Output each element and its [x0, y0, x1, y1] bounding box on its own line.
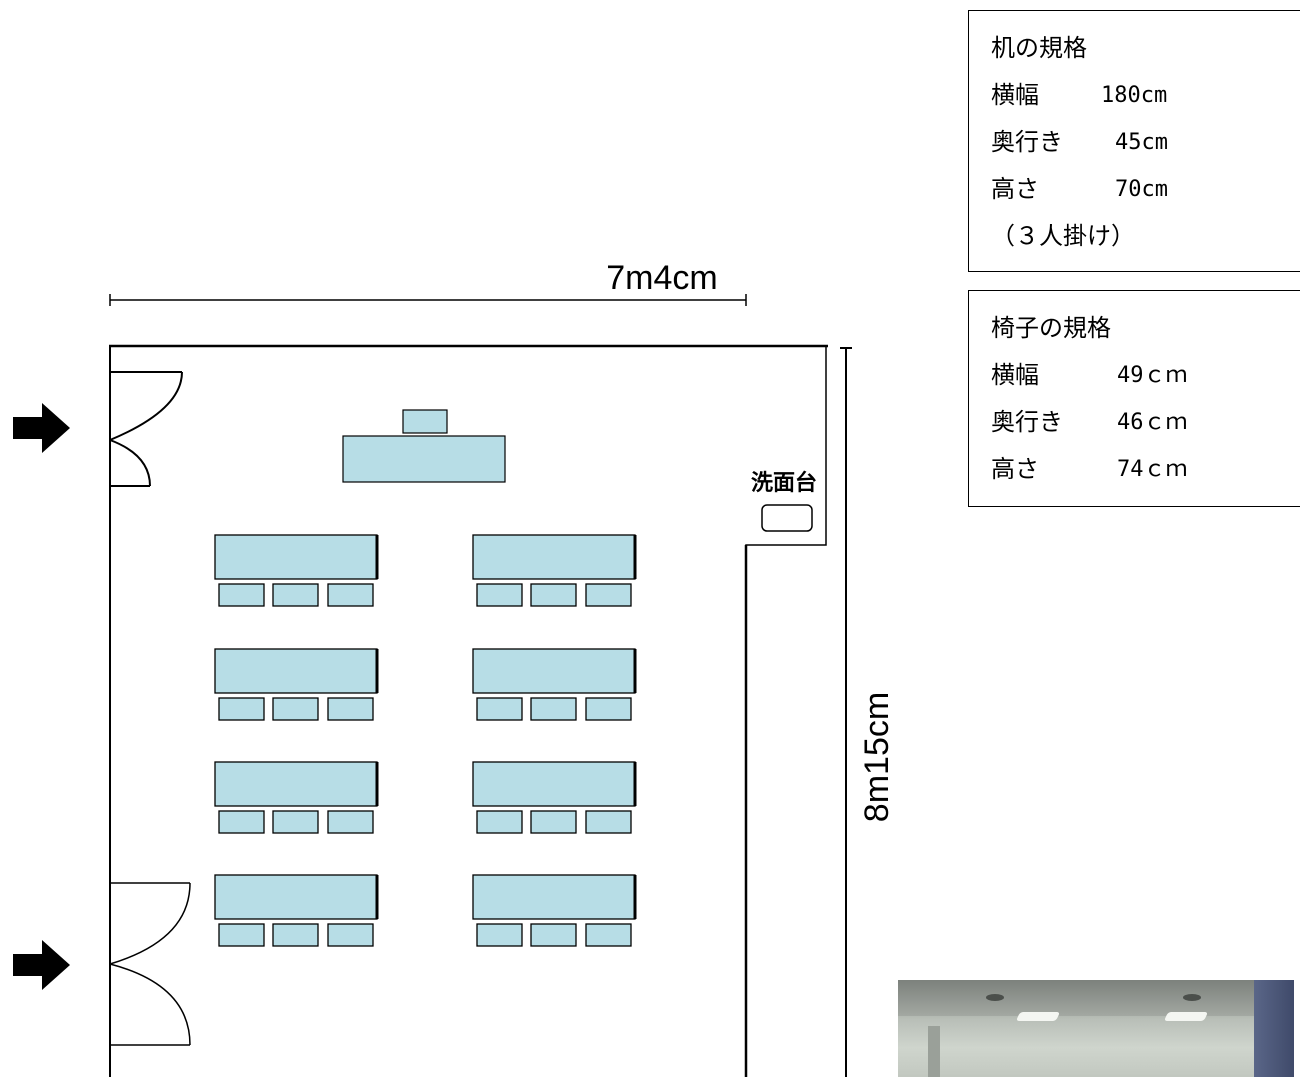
- desk-spec-row: 奥行き 45cm: [991, 119, 1300, 166]
- room-photo: [898, 980, 1294, 1077]
- desk: [214, 761, 378, 807]
- desk: [472, 761, 636, 807]
- desk: [472, 874, 636, 920]
- chair: [476, 923, 523, 947]
- lectern: [342, 409, 506, 483]
- chair: [272, 697, 319, 721]
- chair-width-key: 横幅: [991, 361, 1039, 389]
- ceiling-fixture: [986, 994, 1004, 1001]
- chair-height-value: 74ｃｍ: [1117, 457, 1188, 482]
- ceiling-fixture: [1183, 994, 1201, 1001]
- chair: [327, 697, 374, 721]
- chair: [530, 583, 577, 607]
- chair-spec-row: 横幅 49ｃｍ: [991, 352, 1300, 399]
- chair: [272, 923, 319, 947]
- ceiling-light: [1015, 1012, 1061, 1021]
- desk: [472, 648, 636, 694]
- chair: [218, 810, 265, 834]
- chair: [218, 697, 265, 721]
- width-dimension: 7m4cm: [109, 259, 747, 306]
- chair: [476, 697, 523, 721]
- door-top: [109, 371, 183, 487]
- desk-depth-value: 45cm: [1115, 130, 1168, 155]
- height-dimension: 8m15cm: [840, 347, 896, 1077]
- chair-depth-value: 46ｃｍ: [1117, 410, 1188, 435]
- desk-spec-row: 高さ 70cm: [991, 166, 1300, 213]
- chair-width-value: 49ｃｍ: [1117, 363, 1188, 388]
- chair: [530, 923, 577, 947]
- chair-spec-row: 高さ 74ｃｍ: [991, 446, 1300, 493]
- desk-width-value: 180cm: [1101, 83, 1168, 108]
- sink-label: 洗面台: [751, 470, 817, 496]
- chair-depth-key: 奥行き: [991, 408, 1063, 436]
- sink: 洗面台: [751, 470, 817, 532]
- chair: [585, 923, 632, 947]
- desk: [214, 874, 378, 920]
- chair: [218, 923, 265, 947]
- desk: [472, 534, 636, 580]
- width-label: 7m4cm: [606, 259, 717, 297]
- photo-curtain: [1254, 980, 1294, 1077]
- chair: [272, 583, 319, 607]
- photo-ceiling: [898, 980, 1294, 1016]
- chair: [585, 697, 632, 721]
- chair: [218, 583, 265, 607]
- chair: [272, 810, 319, 834]
- desk-layout: [214, 534, 637, 947]
- chair: [530, 810, 577, 834]
- desk-spec-title: 机の規格: [991, 34, 1087, 62]
- desk-spec-box: 机の規格 横幅 180cm 奥行き 45cm 高さ 70cm （３人掛け）: [968, 10, 1300, 272]
- desk-height-value: 70cm: [1115, 177, 1168, 202]
- chair: [327, 583, 374, 607]
- arrow-right-icon: [13, 940, 70, 990]
- desk-depth-key: 奥行き: [991, 128, 1063, 156]
- desk-height-key: 高さ: [991, 175, 1039, 203]
- desk-spec-row: 横幅 180cm: [991, 72, 1300, 119]
- chair-spec-row: 奥行き 46ｃｍ: [991, 399, 1300, 446]
- height-label: 8m15cm: [858, 692, 896, 822]
- chair: [585, 810, 632, 834]
- desk: [214, 534, 378, 580]
- chair-height-key: 高さ: [991, 455, 1039, 483]
- chair: [476, 810, 523, 834]
- room-walls: [109, 344, 828, 1077]
- floor-plan: 7m4cm 8m15cm 洗面台: [13, 259, 896, 1077]
- chair: [585, 583, 632, 607]
- desk: [214, 648, 378, 694]
- photo-door: [928, 1026, 940, 1077]
- desk-width-key: 横幅: [991, 81, 1039, 109]
- desk-spec-note: （３人掛け）: [991, 222, 1135, 250]
- arrow-right-icon: [13, 403, 70, 453]
- chair: [327, 923, 374, 947]
- chair-spec-box: 椅子の規格 横幅 49ｃｍ 奥行き 46ｃｍ 高さ 74ｃｍ: [968, 290, 1300, 507]
- chair: [327, 810, 374, 834]
- chair: [530, 697, 577, 721]
- chair: [476, 583, 523, 607]
- chair-spec-title: 椅子の規格: [991, 314, 1111, 342]
- door-bottom: [109, 882, 191, 1046]
- ceiling-light: [1163, 1012, 1209, 1021]
